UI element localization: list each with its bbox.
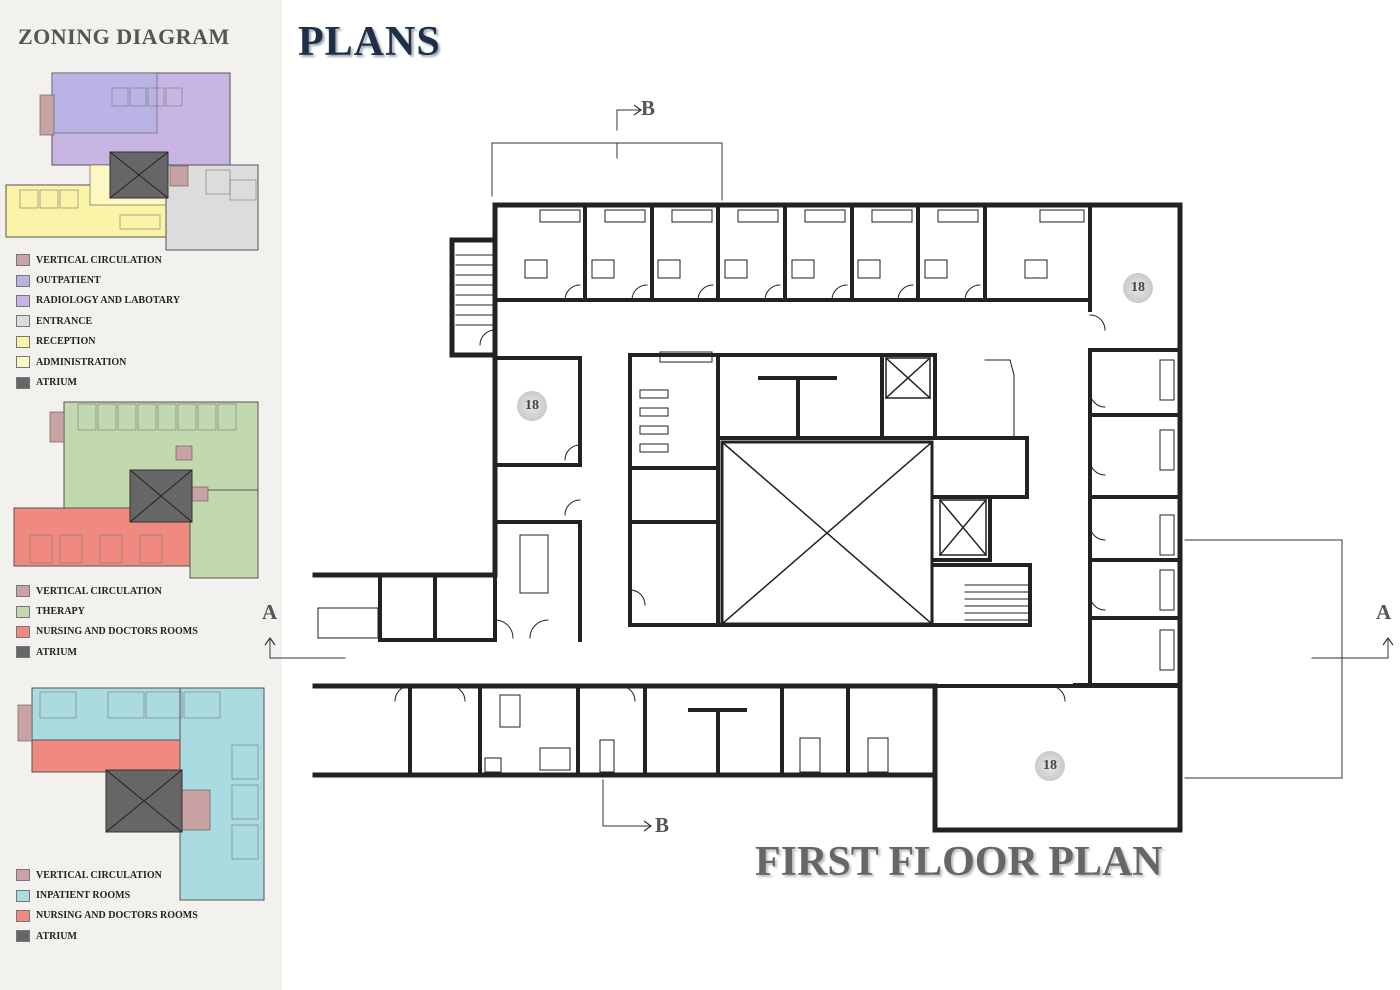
legend-swatch [16,625,30,638]
toilet-stalls [639,351,713,453]
legend-1: VERTICAL CIRCULATION OUTPATIENT RADIOLOG… [16,250,256,393]
legend-swatch [16,315,30,328]
section-b-label-top: B [641,96,656,120]
room-number-north-east: 18 [1123,273,1153,303]
legend-swatch [16,909,30,922]
north-rooms [493,203,1092,312]
legend-item: NURSING AND DOCTORS ROOMS [16,906,256,926]
legend-item: VERTICAL CIRCULATION [16,581,256,601]
door-swings [394,284,1106,702]
stair-treads-core [964,584,1029,621]
legend-item: ADMINISTRATION [16,352,256,372]
legend-swatch [16,605,30,618]
zoning-diagrams [5,72,265,901]
legend-item: OUTPATIENT [16,270,256,290]
legend-item: ATRIUM [16,926,256,946]
section-a-label-right: A [1376,600,1392,624]
legend-item: VERTICAL CIRCULATION [16,865,256,885]
reception-desk [317,607,379,639]
conference-table [519,534,549,594]
east-room-furniture [1159,359,1175,671]
room-number-west: 18 [517,391,547,421]
legend-swatch [16,869,30,882]
legend-swatch [16,585,30,598]
east-rooms [1073,348,1182,687]
legend-item: ENTRANCE [16,311,256,331]
room-number-south-east: 18 [1035,751,1065,781]
outer-walls [312,202,1183,833]
nurse-station [984,359,1015,439]
legend-swatch [16,254,30,267]
south-rooms [408,684,1182,777]
section-b-label-bottom: B [655,813,670,837]
legend-item: INPATIENT ROOMS [16,885,256,905]
atrium [720,440,934,626]
stair-west [449,237,498,358]
legend-item: ATRIUM [16,372,256,392]
floor-plan-title: FIRST FLOOR PLAN [755,839,1163,885]
legend-swatch [16,294,30,307]
elevator-shafts [884,356,988,557]
legend-item: NURSING AND DOCTORS ROOMS [16,622,256,642]
section-a-label-left: A [262,600,278,624]
legend-item: RADIOLOGY AND LABOTARY [16,291,256,311]
legend-item: RECEPTION [16,332,256,352]
legend-swatch [16,930,30,943]
section-arrowheads [264,104,1394,832]
stair-treads-west [455,254,493,326]
section-lines [269,109,1389,827]
legend-3: VERTICAL CIRCULATION INPATIENT ROOMS NUR… [16,865,256,947]
zoning-title: ZONING DIAGRAM [18,24,230,49]
legend-swatch [16,274,30,287]
legend-item: THERAPY [16,601,256,621]
legend-swatch [16,889,30,902]
legend-2: VERTICAL CIRCULATION THERAPY NURSING AND… [16,581,256,663]
zoning-diagram-2 [13,401,259,579]
legend-swatch [16,356,30,369]
legend-swatch [16,376,30,389]
south-room-furniture [484,694,889,773]
west-rooms [378,356,582,642]
legend-swatch [16,646,30,659]
north-room-furniture [524,209,1085,279]
zoning-sidebar: ZONING DIAGRAM [0,0,282,990]
legend-swatch [16,335,30,348]
plans-title: PLANS [298,19,441,65]
zoning-diagram-3 [17,687,265,901]
legend-item: VERTICAL CIRCULATION [16,250,256,270]
zoning-diagram-1 [5,72,259,251]
legend-item: ATRIUM [16,642,256,662]
central-core [628,353,1032,627]
